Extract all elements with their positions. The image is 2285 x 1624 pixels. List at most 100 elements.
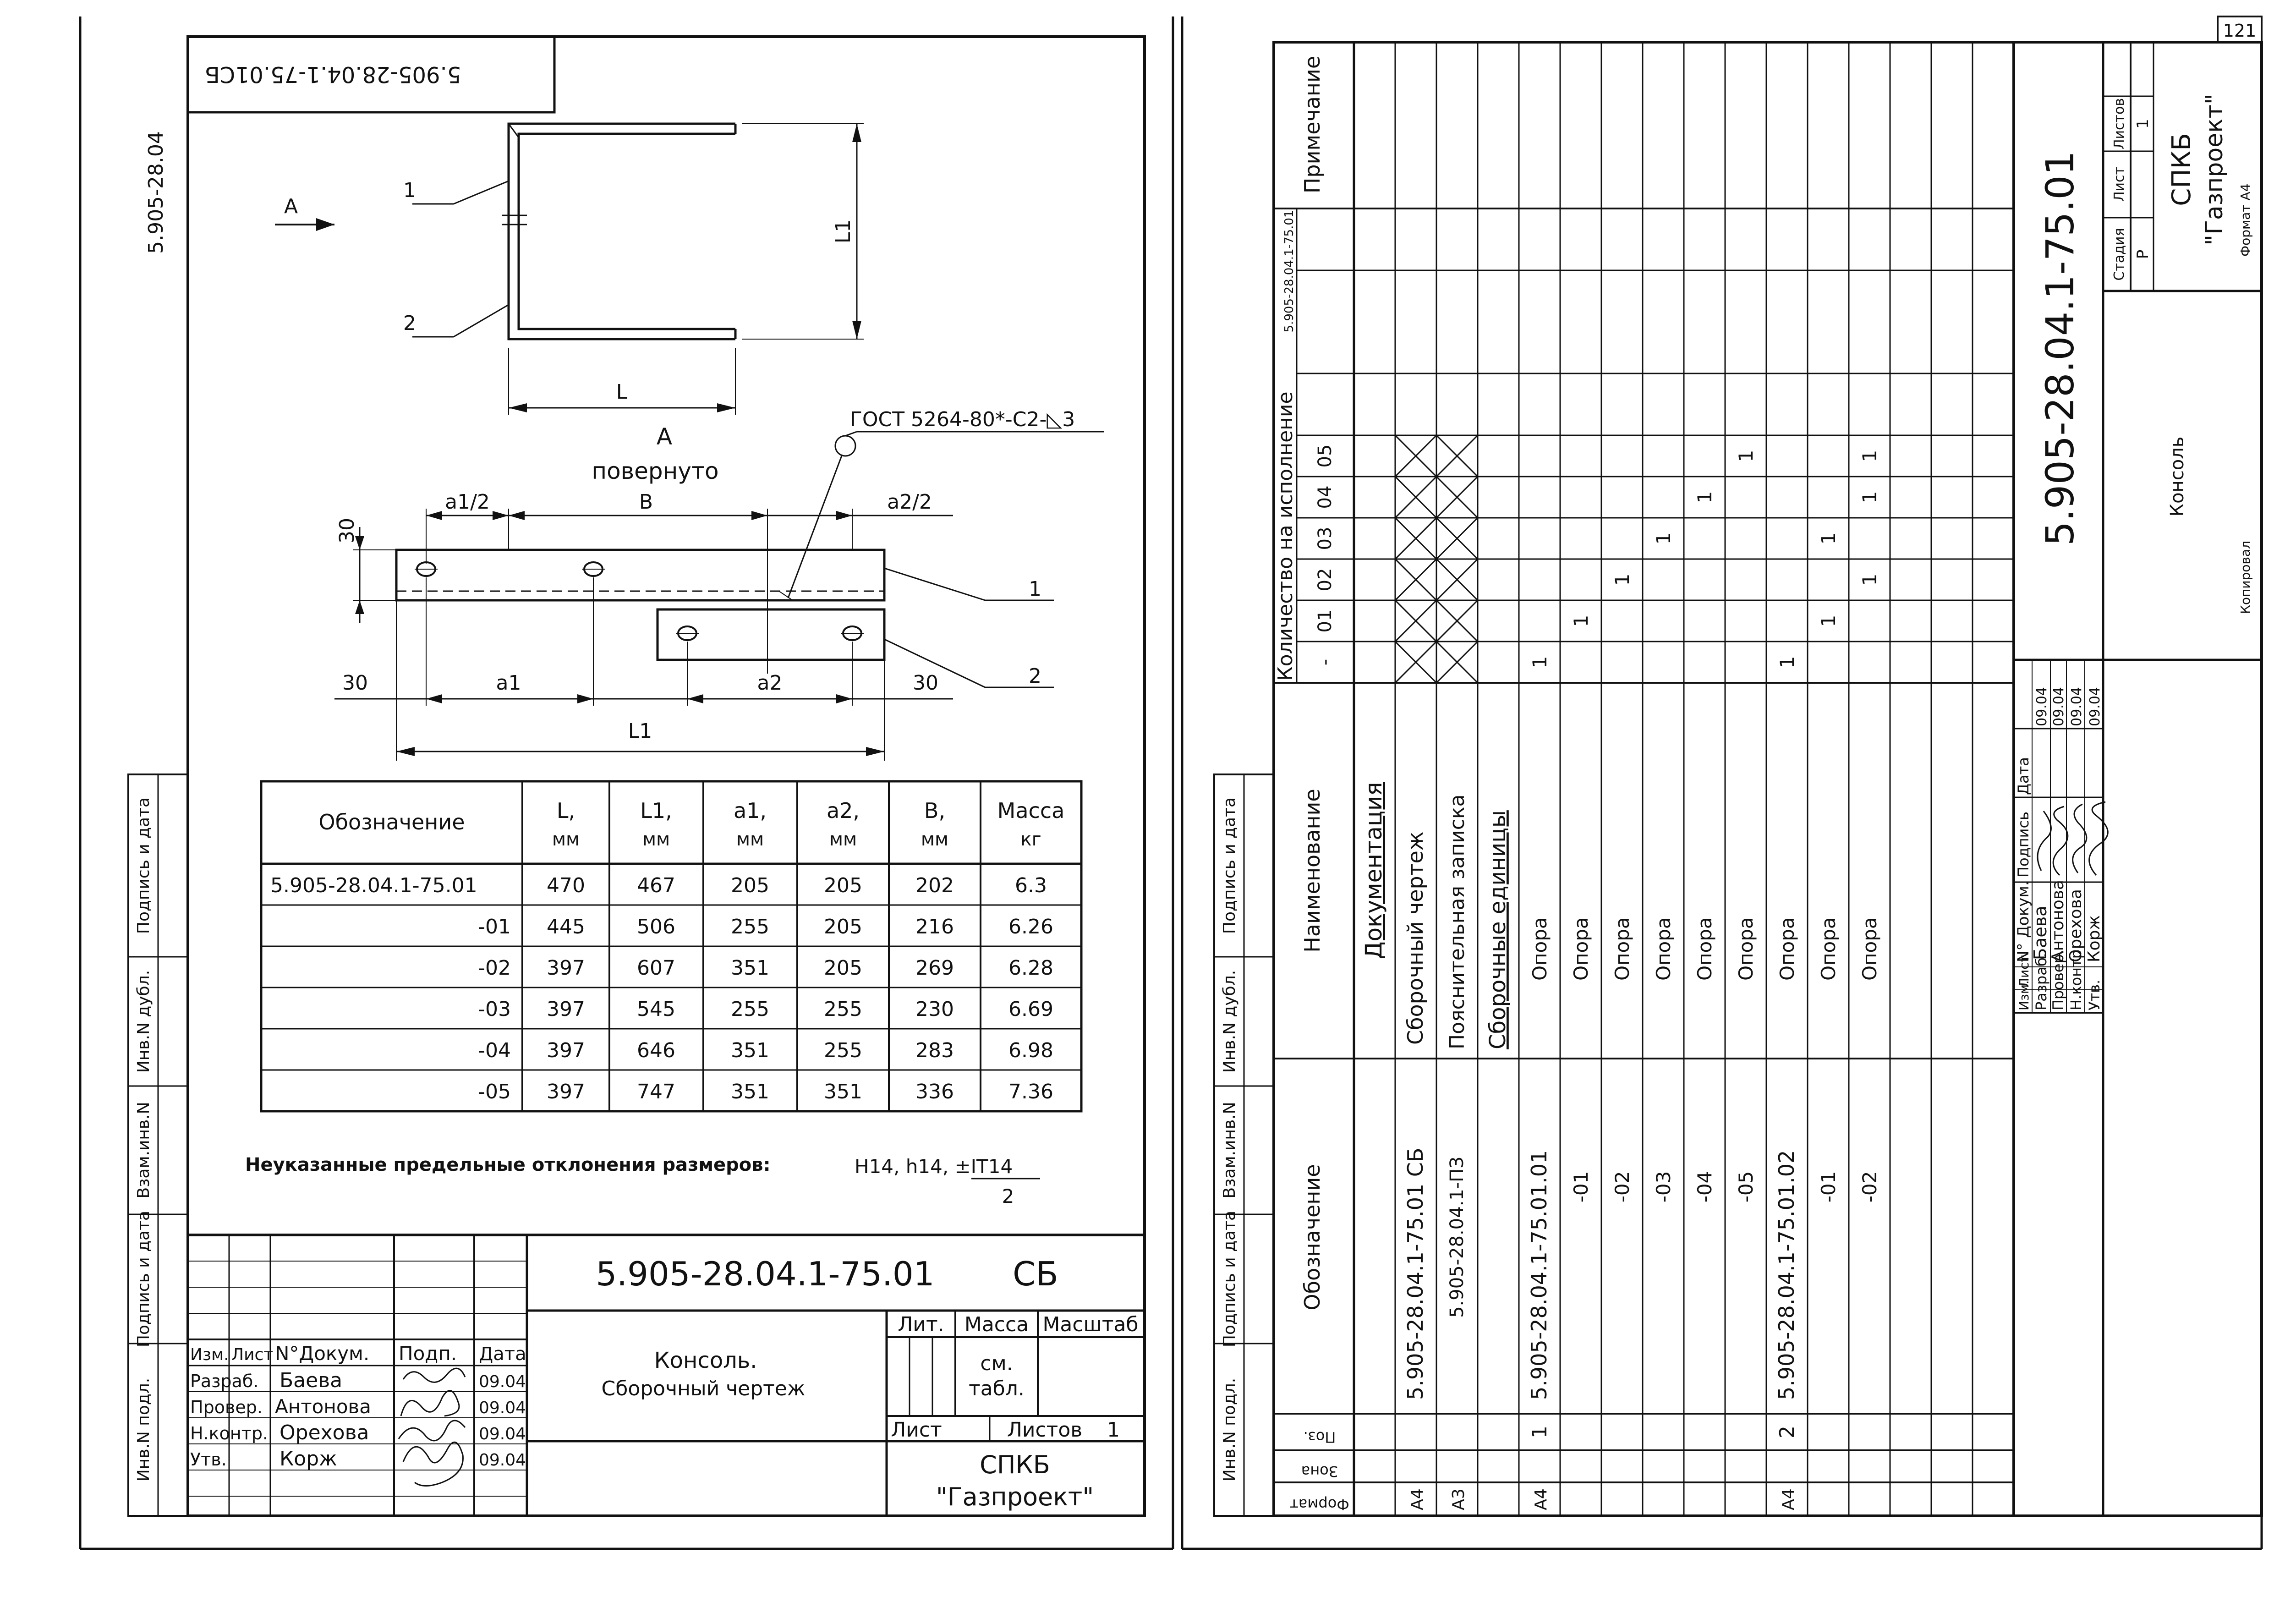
- spec-designation: -01: [1570, 1171, 1592, 1203]
- spec-title-code: 5.905-28.04.1-75.01: [2038, 151, 2082, 546]
- sig-date: 09.04: [479, 1451, 526, 1470]
- spec-name: Опора: [1858, 917, 1881, 981]
- spec-name-section: Сборочные единицы: [1485, 810, 1511, 1049]
- leader-label-2b: 2: [1029, 664, 1041, 688]
- col-header-designation: Обозначение: [1300, 1164, 1325, 1310]
- spec-designation: -03: [1652, 1171, 1675, 1203]
- spec-format: A4: [1532, 1488, 1551, 1510]
- side-label-podpis-1: Подпись и дата: [134, 1211, 153, 1347]
- table-header-a2: a2,: [827, 798, 860, 823]
- qty-value: 1: [1776, 656, 1798, 669]
- table-cell: 506: [637, 915, 675, 938]
- table-cell: 351: [824, 1080, 862, 1103]
- top-stamp-suffix: СБ: [205, 61, 235, 87]
- table-cell: 255: [731, 998, 769, 1021]
- col-header-qty: 01: [1315, 609, 1336, 633]
- title-block-mass-2: табл.: [969, 1377, 1025, 1400]
- title-block-suffix: СБ: [1013, 1255, 1058, 1293]
- table-cell: 397: [547, 1080, 585, 1103]
- spec-name: Опора: [1776, 917, 1798, 981]
- spec-format: A4: [1408, 1488, 1427, 1510]
- table-cell: 747: [637, 1080, 675, 1103]
- table-header-mass: Масса: [997, 798, 1065, 823]
- spec-name: Опора: [1570, 917, 1592, 981]
- table-cell: 255: [824, 998, 862, 1021]
- sig-date: 09.04: [479, 1425, 526, 1443]
- col-header-qty: 04: [1315, 486, 1336, 509]
- table-cell: 269: [915, 956, 954, 980]
- title-block-mass-header: Масса: [964, 1313, 1029, 1336]
- sig-person: Корж: [279, 1447, 337, 1470]
- side-label-vzam: Взам.инв.N: [1220, 1102, 1239, 1198]
- qty-value: 1: [1817, 532, 1840, 545]
- col-header-qty: 05: [1315, 444, 1336, 468]
- signature-scribble: [2072, 803, 2088, 873]
- table-cell: -02: [478, 956, 511, 980]
- col-header-extra-code: 5.905-28.04.1-75.01: [1282, 210, 1296, 333]
- table-header-mass-unit: кг: [1020, 829, 1041, 850]
- title-block-sheets: Листов: [1007, 1418, 1082, 1442]
- format-label: Формат А4: [2238, 184, 2253, 257]
- sig-date: 09.04: [479, 1372, 526, 1391]
- spec-sheets: 1: [2134, 119, 2152, 129]
- title-block-code: 5.905-28.04.1-75.01: [596, 1255, 934, 1293]
- dim-b: B: [639, 490, 653, 514]
- qty-value: 1: [1529, 656, 1551, 669]
- spec-stage: Р: [2134, 250, 2152, 259]
- u-bracket-view: А 1 2 L1 L: [275, 122, 864, 415]
- title-block-lit: Лит.: [898, 1313, 944, 1336]
- title-block-name-1: Консоль.: [654, 1348, 757, 1373]
- spec-sig-date: 09.04: [2051, 687, 2067, 726]
- table-cell: 283: [915, 1039, 954, 1062]
- side-label-inv-podl: Инв.N подл.: [134, 1378, 153, 1481]
- title-block-sheet: Лист: [891, 1418, 942, 1442]
- table-cell: 6.28: [1008, 956, 1053, 980]
- signature-scribble: [400, 1390, 460, 1417]
- spec-sig-person: Орехова: [2066, 889, 2085, 962]
- left-title-block: 5.905-28.04.1-75.01 СБ Консоль. Сборочны…: [188, 1234, 1145, 1516]
- spec-org-1: СПКБ: [2167, 133, 2197, 206]
- spec-designation: 5.905-28.04.1-75.01 СБ: [1403, 1148, 1428, 1400]
- signature-scribble: [398, 1420, 466, 1442]
- title-block-scale-header: Масштаб: [1042, 1313, 1138, 1336]
- leader-label-2: 2: [403, 312, 416, 335]
- col-header-qty-group: Количество на исполнение: [1274, 391, 1297, 680]
- sig-header: Подп.: [399, 1342, 457, 1365]
- margin-code: 5.905-28.04: [144, 131, 168, 254]
- table-cell: 205: [824, 874, 862, 897]
- table-cell: 205: [731, 874, 769, 897]
- spec-format: A3: [1449, 1488, 1468, 1510]
- spec-pos: 2: [1775, 1426, 1799, 1438]
- table-cell: 6.69: [1008, 998, 1053, 1021]
- table-header-b: B,: [924, 798, 945, 823]
- table-cell: 6.3: [1015, 874, 1047, 897]
- col-header-qty: 03: [1315, 527, 1336, 550]
- table-cell: 545: [637, 998, 675, 1021]
- spec-designation: -02: [1611, 1171, 1633, 1203]
- tolerance-note-value: H14, h14, ±IT14: [855, 1155, 1013, 1178]
- weld-note: ГОСТ 5264-80*-С2-◺3: [850, 408, 1075, 431]
- col-header-pos: Поз.: [1304, 1428, 1336, 1446]
- spec-stage-header: Стадия: [2111, 228, 2127, 280]
- view-title-rotated: повернуто: [592, 458, 718, 484]
- spec-sheet-header: Лист: [2111, 167, 2127, 202]
- qty-value: 1: [1858, 450, 1881, 462]
- qty-value: 1: [1611, 574, 1633, 586]
- spec-title-name: Консоль: [2167, 437, 2188, 517]
- side-label-podpis-1: Подпись и дата: [1220, 1211, 1239, 1347]
- signature-scribble: [2037, 811, 2052, 871]
- sig-person: Антонова: [275, 1395, 371, 1418]
- spec-sig-role: Разраб.: [2033, 953, 2050, 1010]
- spec-designation: -01: [1817, 1171, 1840, 1203]
- table-cell: 351: [731, 1039, 769, 1062]
- spec-designation: 5.905-28.04.1-75.01.01: [1527, 1150, 1551, 1400]
- col-header-format: Формат: [1290, 1496, 1349, 1513]
- table-cell: -04: [478, 1039, 511, 1062]
- spec-sig-header: Лист: [2016, 955, 2032, 988]
- spec-sig-role: Н.контр.: [2067, 945, 2085, 1010]
- qty-value: 1: [1817, 615, 1840, 627]
- side-label-inv-dubl: Инв.N дубл.: [1220, 970, 1239, 1073]
- right-sheet: Инв.N подл. Подпись и дата Взам.инв.N Ин…: [1181, 16, 2263, 1550]
- spec-sig-header: Дата: [2015, 757, 2032, 795]
